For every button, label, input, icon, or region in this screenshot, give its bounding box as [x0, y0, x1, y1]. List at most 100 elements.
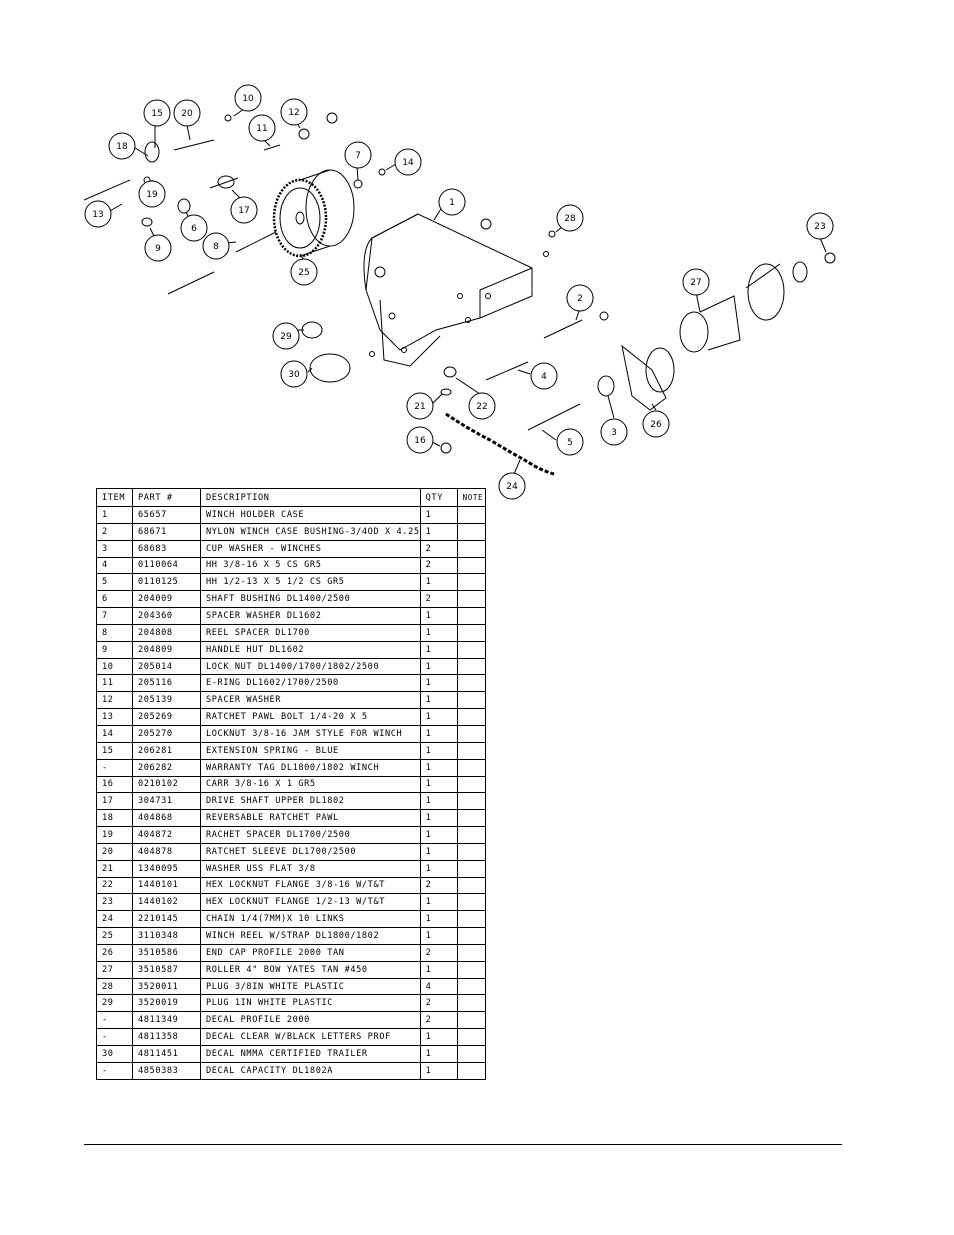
callout-circle: [556, 204, 584, 232]
cell-qty: 1: [419, 859, 458, 878]
cell-qty: 1: [419, 623, 458, 642]
cell-note: [456, 842, 486, 861]
cell-qty: 2: [419, 1011, 458, 1030]
cell-part: 204809: [132, 640, 201, 659]
cell-description: SPACER WASHER: [200, 691, 421, 710]
cell-description: CARR 3/8-16 X 1 GR5: [200, 775, 421, 794]
col-part-header: PART #: [132, 488, 201, 507]
cell-qty: 1: [419, 522, 458, 541]
callout-circle: [438, 188, 466, 216]
cell-note: [456, 640, 486, 659]
cell-note: [456, 539, 486, 558]
callout-circle: [406, 392, 434, 420]
callout-label: 30: [288, 370, 300, 380]
cell-part: 206281: [132, 741, 201, 760]
cell-qty: 1: [419, 893, 458, 912]
cell-item: 8: [96, 623, 133, 642]
cell-description: ROLLER 4" BOW YATES TAN #450: [200, 960, 421, 979]
cell-item: 24: [96, 910, 133, 929]
callout-label: 24: [506, 482, 518, 492]
cell-qty: 1: [419, 691, 458, 710]
callout-label: 25: [298, 268, 309, 278]
callout-circle: [280, 98, 308, 126]
cell-item: 6: [96, 590, 133, 609]
cell-description: RATCHET PAWL BOLT 1/4-20 X 5: [200, 708, 421, 726]
winch-holder-case: [363, 213, 609, 367]
cell-part: 2210145: [132, 910, 201, 929]
cell-note: [456, 674, 486, 693]
cell-note: [456, 775, 486, 794]
cell-note: [456, 758, 486, 777]
cell-item: 5: [96, 573, 133, 592]
cell-note: [456, 623, 486, 642]
cell-part: 205014: [132, 657, 201, 676]
cell-description: WASHER USS FLAT 3/8: [200, 859, 421, 878]
callout-1: 1: [438, 188, 466, 216]
callout-label: 2: [577, 294, 583, 304]
callout-label: 20: [181, 109, 193, 119]
callout-30: 30: [280, 360, 308, 388]
callout-18: 18: [108, 132, 136, 160]
cell-description: LOCKNUT 3/8-16 JAM STYLE FOR WINCH: [200, 724, 421, 743]
callout-12: 12: [280, 98, 308, 126]
cell-part: 3520011: [132, 977, 201, 996]
col-note-header: NOTE: [456, 488, 486, 507]
cell-note: [456, 809, 486, 828]
cell-note: [456, 1028, 486, 1046]
cell-item: 28: [96, 977, 133, 996]
cell-part: 0210102: [132, 775, 201, 794]
cell-qty: 2: [419, 876, 458, 895]
callout-11: 11: [248, 114, 276, 142]
callout-3: 3: [600, 418, 628, 446]
cell-item: 7: [96, 607, 133, 625]
cell-note: [456, 826, 486, 844]
cell-part: 205139: [132, 691, 201, 710]
cell-part: 3110348: [132, 927, 201, 945]
cell-item: 9: [96, 640, 133, 659]
cell-description: LOCK NUT DL1400/1700/1802/2500: [200, 657, 421, 676]
callout-label: 7: [355, 151, 361, 161]
cell-item: 23: [96, 893, 133, 912]
callout-label: 26: [650, 420, 662, 430]
callout-circle: [682, 268, 710, 296]
cell-part: 3520019: [132, 994, 201, 1013]
cell-part: 204808: [132, 623, 201, 642]
cell-part: 1440102: [132, 893, 201, 912]
callout-label: 15: [151, 109, 162, 119]
callout-circle: [230, 196, 258, 224]
cell-part: 1440101: [132, 876, 201, 895]
callout-label: 12: [288, 108, 299, 118]
cell-description: CHAIN 1/4(7MM)X 10 LINKS: [200, 910, 421, 929]
callout-7: 7: [344, 141, 372, 169]
cell-qty: 1: [419, 792, 458, 811]
cell-description: EXTENSION SPRING - BLUE: [200, 741, 421, 760]
cell-note: [456, 994, 486, 1013]
callout-25: 25: [290, 258, 318, 286]
cell-qty: 1: [419, 960, 458, 979]
cell-description: CUP WASHER - WINCHES: [200, 539, 421, 558]
callout-label: 28: [564, 214, 576, 224]
cell-description: E-RING DL1602/1700/2500: [200, 674, 421, 693]
cell-note: [456, 657, 486, 676]
table-header-row: ITEM PART # DESCRIPTION QTY NOTE: [96, 488, 486, 507]
cell-description: HANDLE HUT DL1602: [200, 640, 421, 659]
callout-circle: [530, 362, 558, 390]
cell-item: 18: [96, 809, 133, 828]
cell-item: -: [96, 1011, 133, 1030]
callout-circle: [248, 114, 276, 142]
callout-27: 27: [682, 268, 710, 296]
callout-label: 9: [155, 244, 161, 254]
cell-item: 30: [96, 1045, 133, 1063]
